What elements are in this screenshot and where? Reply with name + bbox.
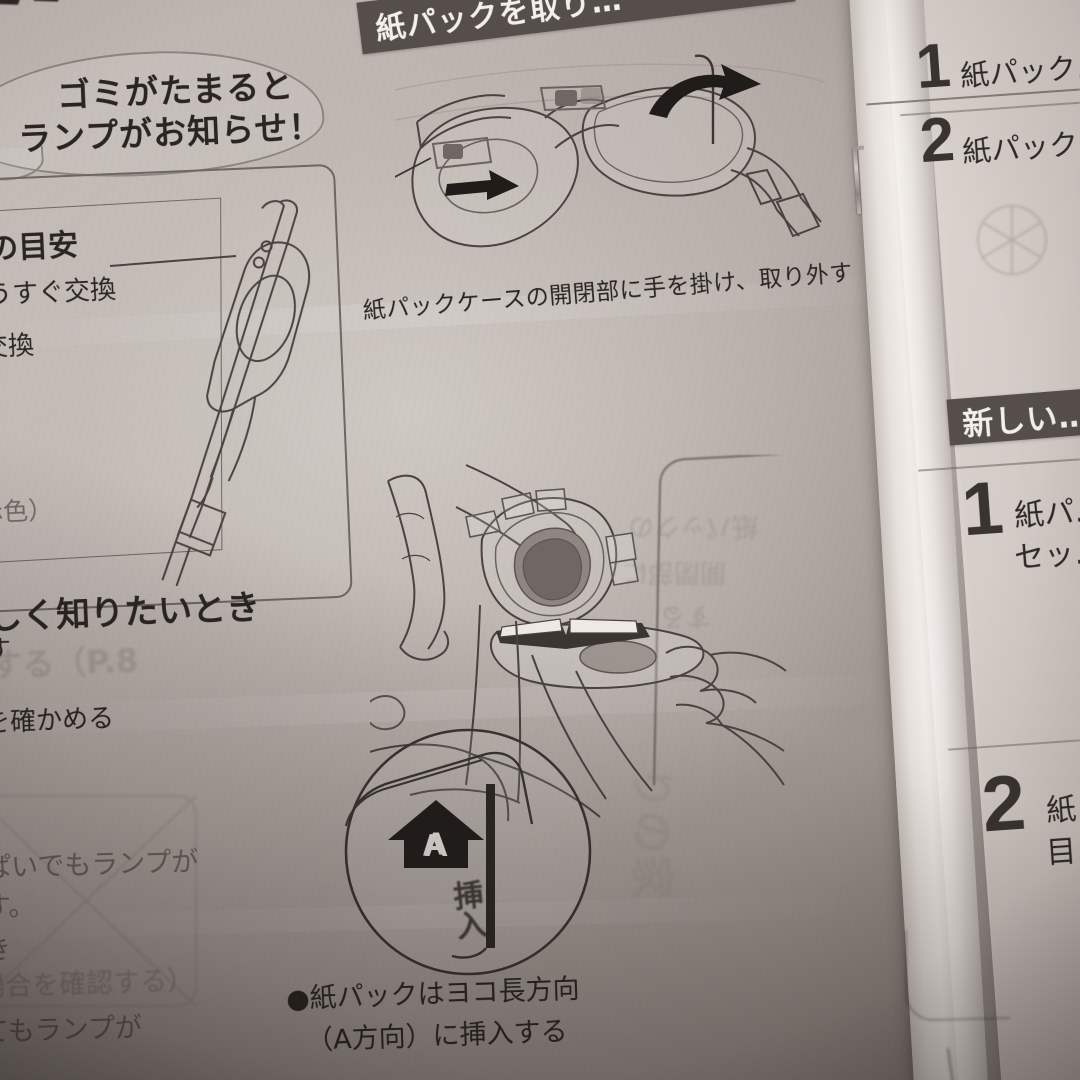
right-step-label-1: 紙パック… xyxy=(959,48,1080,94)
right-b-step-number-2: 2 xyxy=(978,757,1029,849)
bottom-line-3: き xyxy=(0,934,12,967)
section-banner-right-label: 新しい… xyxy=(961,397,1080,443)
panel-row-3: 赤色） xyxy=(0,495,54,528)
right-b-step-label-1-line-1: 紙パ… xyxy=(1013,492,1080,535)
bottom-line-4: 場合を確認する） xyxy=(0,965,195,1004)
bottom-line-1: ぱいでもランプが xyxy=(0,846,199,885)
panel-row-2: 交換 xyxy=(0,330,35,364)
right-b-step-label-2-line-2: 目… xyxy=(1045,831,1080,872)
inset-vertical-label: 挿入 xyxy=(445,878,488,942)
right-step-number-1: 1 xyxy=(913,30,953,103)
inset-arrow-letter: A xyxy=(420,826,446,863)
bottom-line-2: す。 xyxy=(0,891,36,924)
right-b-step-number-1: 1 xyxy=(959,465,1006,552)
detail-ghost-line: する（P.8 xyxy=(0,641,139,685)
bottom-line-5: てもランプが xyxy=(0,1012,143,1049)
showthrough-center-text: りの家 xyxy=(626,766,677,898)
right-b-step-label-2-line-1: 紙… xyxy=(1045,789,1080,830)
right-step-number-2: 2 xyxy=(917,104,957,177)
panel-heading: の目安 xyxy=(0,227,79,268)
panel-row-1: うすぐ交換 xyxy=(0,275,117,311)
ghost-text-3: する xyxy=(660,601,713,631)
ghost-text-1: 紙パックの xyxy=(628,511,759,541)
ghost-text-2: 開閉部に xyxy=(622,557,727,587)
detail-line-3: を確かめる xyxy=(0,703,115,739)
right-b-step-label-1-line-2: セッ… xyxy=(1013,534,1080,577)
